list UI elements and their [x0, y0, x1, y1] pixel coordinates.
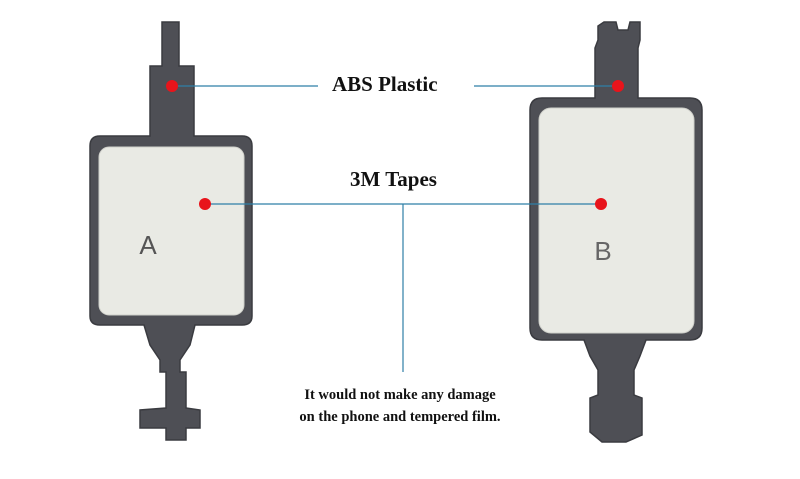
leader-lines — [172, 85, 618, 372]
marker-abs-left — [166, 80, 178, 92]
part-b: B — [529, 21, 703, 443]
part-a-letter: A — [139, 230, 157, 260]
part-a: A — [89, 21, 253, 441]
note-line-2: on the phone and tempered film. — [299, 409, 501, 425]
note-text: It would not make any damage on the phon… — [250, 384, 550, 428]
markers — [166, 80, 624, 210]
marker-tape-right — [595, 198, 607, 210]
note-line-1: It would not make any damage — [304, 387, 496, 403]
part-a-tape-pad — [98, 146, 245, 316]
part-b-letter: B — [594, 236, 611, 266]
label-3m-tapes: 3M Tapes — [350, 167, 437, 191]
part-b-tape-pad — [538, 107, 695, 334]
marker-tape-left — [199, 198, 211, 210]
marker-abs-right — [612, 80, 624, 92]
label-abs-plastic: ABS Plastic — [332, 72, 438, 96]
